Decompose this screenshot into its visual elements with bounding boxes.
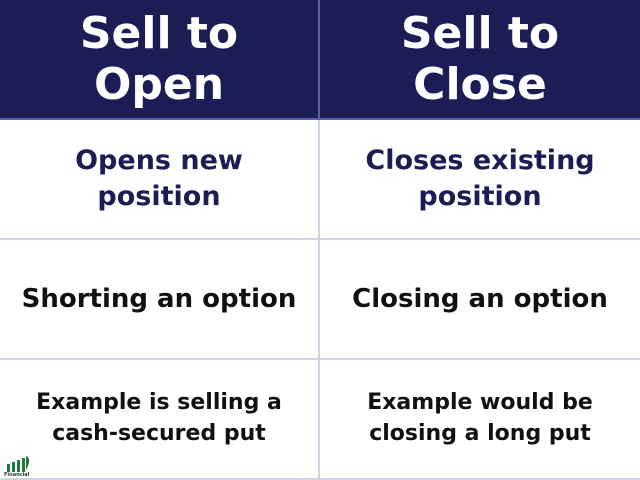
header-sell-to-close: Sell to Close — [320, 0, 640, 120]
header-sell-to-open: Sell to Open — [0, 0, 320, 120]
cell-close-purpose: Closes existing position — [320, 120, 640, 240]
cell-open-purpose: Opens new position — [0, 120, 320, 240]
cell-open-action: Shorting an option — [0, 240, 320, 360]
cell-close-example: Example would be closing a long put — [320, 360, 640, 480]
cell-open-example: Example is selling a cash-secured put — [0, 360, 320, 480]
logo-text: Financial — [4, 472, 30, 478]
cell-close-action: Closing an option — [320, 240, 640, 360]
logo-icon — [7, 456, 30, 472]
